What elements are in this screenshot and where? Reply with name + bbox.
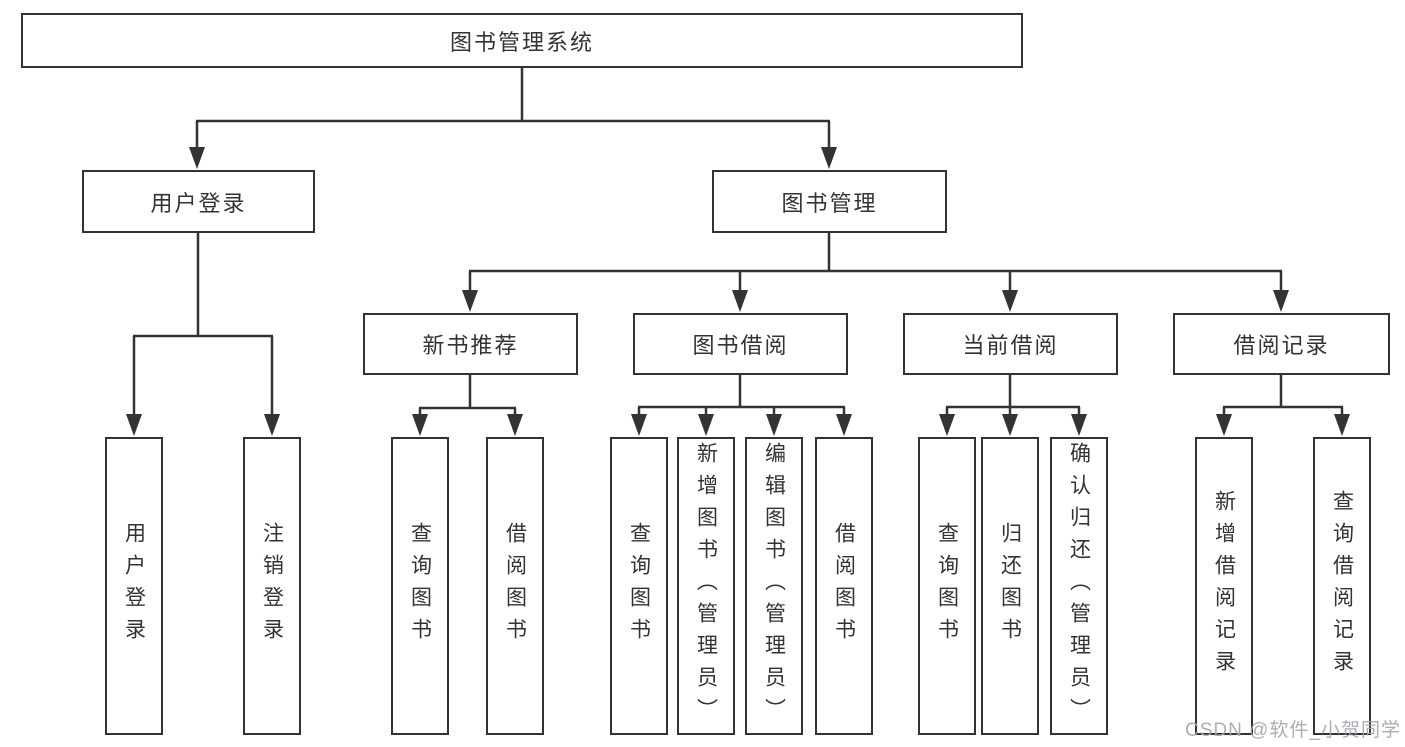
leaf-records-query-record-label: 查询借阅记录 (1330, 490, 1354, 682)
leaf-user-login: 用户登录 (105, 437, 163, 735)
node-current-borrow-label: 当前借阅 (962, 333, 1059, 358)
leaf-borrow-borrow-books-label: 借阅图书 (832, 522, 856, 650)
leaf-logout-label: 注销登录 (260, 522, 284, 650)
leaf-newbook-borrow-books: 借阅图书 (486, 437, 544, 735)
node-user-login: 用户登录 (82, 170, 315, 233)
connector-newbook-to-leaves (412, 375, 523, 436)
csdn-watermark: CSDN @软件_小贺同学 (1185, 720, 1401, 741)
leaf-current-return-books-label: 归还图书 (998, 522, 1022, 650)
leaf-borrow-edit-books-admin: 编辑图书（管理员） (745, 437, 803, 735)
connector-root-to-level2 (189, 68, 837, 169)
leaf-current-query-books: 查询图书 (918, 437, 976, 735)
node-root-label: 图书管理系统 (449, 29, 594, 55)
leaf-newbook-query-books-label: 查询图书 (408, 522, 432, 650)
leaf-records-query-record: 查询借阅记录 (1313, 437, 1371, 735)
leaf-borrow-edit-books-admin-label: 编辑图书（管理员） (762, 442, 786, 730)
leaf-current-confirm-return-admin-label: 确认归还（管理员） (1067, 442, 1091, 730)
leaf-logout: 注销登录 (243, 437, 301, 735)
node-book-borrow: 图书借阅 (633, 313, 848, 375)
node-new-book-recommend-label: 新书推荐 (422, 333, 519, 358)
leaf-records-add-record: 新增借阅记录 (1195, 437, 1253, 735)
node-borrow-records-label: 借阅记录 (1233, 333, 1330, 358)
leaf-borrow-query-books-label: 查询图书 (627, 522, 651, 650)
node-root-system: 图书管理系统 (21, 13, 1023, 68)
leaf-current-confirm-return-admin: 确认归还（管理员） (1050, 437, 1108, 735)
leaf-borrow-add-books-admin-label: 新增图书（管理员） (694, 442, 718, 730)
node-current-borrow: 当前借阅 (903, 313, 1118, 375)
node-book-management-label: 图书管理 (781, 190, 878, 216)
node-user-login-label: 用户登录 (150, 190, 247, 216)
node-book-management: 图书管理 (712, 170, 947, 233)
leaf-current-return-books: 归还图书 (981, 437, 1039, 735)
node-book-borrow-label: 图书借阅 (692, 333, 789, 358)
leaf-borrow-query-books: 查询图书 (610, 437, 668, 735)
leaf-newbook-borrow-books-label: 借阅图书 (503, 522, 527, 650)
leaf-current-query-books-label: 查询图书 (935, 522, 959, 650)
leaf-user-login-label: 用户登录 (122, 522, 146, 650)
connector-borrow-to-leaves (631, 375, 852, 436)
leaf-borrow-add-books-admin: 新增图书（管理员） (677, 437, 735, 735)
connector-bookmgmt-to-level3 (462, 233, 1289, 312)
node-new-book-recommend: 新书推荐 (363, 313, 578, 375)
connector-current-to-leaves (939, 375, 1087, 436)
node-borrow-records: 借阅记录 (1173, 313, 1390, 375)
connector-userlogin-to-leaves (126, 233, 280, 436)
connector-records-to-leaves (1216, 375, 1350, 436)
leaf-records-add-record-label: 新增借阅记录 (1212, 490, 1236, 682)
leaf-newbook-query-books: 查询图书 (391, 437, 449, 735)
leaf-borrow-borrow-books: 借阅图书 (815, 437, 873, 735)
